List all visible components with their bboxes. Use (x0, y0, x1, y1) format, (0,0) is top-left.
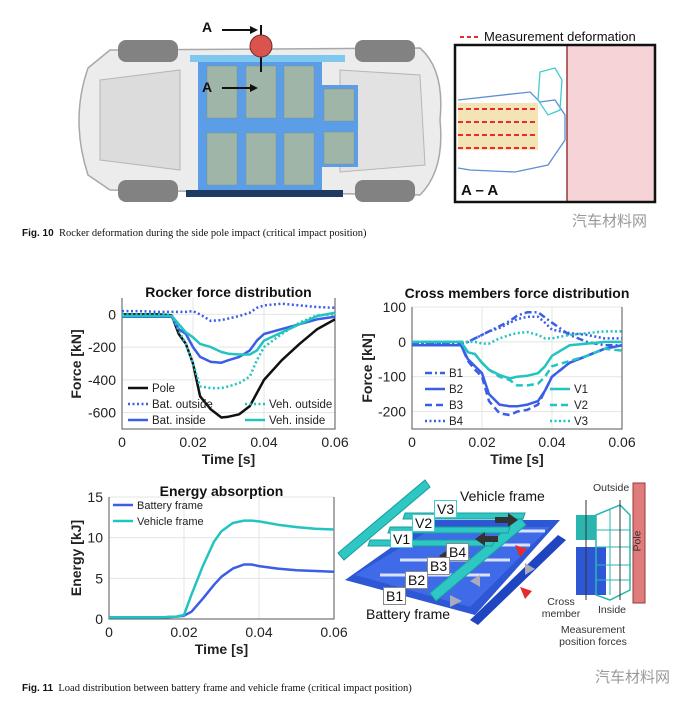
y-axis-label: Energy [kJ] (68, 519, 84, 597)
legend-label: Battery frame (137, 500, 203, 512)
y-tick-label: 5 (95, 570, 103, 586)
legend-label: V2 (574, 400, 588, 412)
wheel-icon (355, 40, 415, 62)
measurement-position-drawing (576, 482, 646, 604)
outside-label: Outside (593, 482, 630, 494)
legend-label: B3 (449, 400, 463, 412)
axes-box (121, 298, 336, 430)
x-tick-label: 0.04 (538, 434, 565, 450)
legend-label: Bat. inside (152, 415, 206, 427)
measurement-deformation-legend: Measurement deformation (484, 29, 636, 44)
legend-label: Veh. outside (269, 399, 332, 411)
x-tick-label: 0.02 (468, 434, 495, 450)
arrow-icon (250, 26, 258, 34)
cross-member-label: Cross member (541, 596, 581, 620)
label-v2: V2 (412, 514, 436, 532)
y-tick-label: -400 (88, 372, 116, 388)
x-tick-label: 0 (408, 434, 416, 450)
vehicle-frame-label: Vehicle frame (460, 488, 545, 504)
y-tick-label: 0 (95, 611, 103, 627)
legend-label: V3 (574, 416, 588, 428)
series-line-vehicle-frame (109, 519, 335, 619)
fig10-caption-text: Rocker deformation during the side pole … (58, 228, 367, 239)
section-label-a-top: A (202, 19, 213, 35)
label-b3: B3 (427, 557, 451, 575)
y-tick-label: -100 (378, 369, 406, 385)
x-tick-label: 0.06 (608, 434, 635, 450)
y-tick-label: 10 (87, 530, 103, 546)
series-line-v3 (412, 330, 622, 345)
x-tick-label: 0.06 (321, 434, 348, 450)
label-v1: V1 (390, 530, 414, 548)
chart-title: Rocker force distribution (145, 284, 312, 300)
watermark: 汽车材料网 (595, 669, 671, 686)
legend-label: Veh. inside (269, 415, 325, 427)
wheel-icon (355, 180, 415, 202)
fig11-caption: Fig. 11 Load distribution between batter… (22, 683, 412, 694)
measurement-lines (458, 108, 538, 149)
section-view-title: A – A (461, 182, 499, 199)
series-line-bat-outside (122, 302, 336, 323)
legend-label: Bat. outside (152, 399, 213, 411)
axes-box (108, 497, 335, 620)
x-tick-label: 0 (118, 434, 126, 450)
fig10-caption: Fig. 10 Rocker deformation during the si… (22, 228, 367, 239)
label-b2: B2 (405, 571, 429, 589)
y-tick-label: 100 (383, 299, 407, 315)
series-line-b3 (412, 344, 623, 417)
battery-frame-label: Battery frame (366, 606, 451, 622)
y-tick-label: 0 (108, 306, 116, 322)
x-axis-label: Time [s] (194, 641, 249, 657)
x-tick-label: 0.04 (250, 434, 277, 450)
measurement-position-label: Measurement position forces (559, 624, 627, 648)
x-tick-label: 0.02 (179, 434, 206, 450)
wheel-icon (118, 180, 178, 202)
x-tick-label: 0.02 (170, 624, 197, 640)
legend-label: Pole (152, 383, 175, 395)
fig11-caption-text: Load distribution between battery frame … (58, 683, 412, 694)
y-tick-label: 15 (87, 489, 103, 505)
section-label-a-bottom: A (202, 79, 213, 95)
axes-box (411, 307, 623, 430)
legend-label: B2 (449, 384, 463, 396)
label-b4: B4 (446, 543, 470, 561)
pole-icon (249, 34, 273, 58)
fig11-number: Fig. 11 (22, 683, 54, 694)
section-view (453, 36, 657, 204)
arrow-icon (250, 84, 258, 92)
y-tick-label: -600 (88, 405, 116, 421)
fig10-number: Fig. 10 (22, 228, 54, 239)
chart-title: Cross members force distribution (404, 285, 630, 301)
pole-bar (632, 482, 646, 604)
watermark: 汽车材料网 (572, 213, 648, 230)
x-tick-label: 0 (105, 624, 113, 640)
wheel-icon (118, 40, 178, 62)
x-tick-label: 0.06 (320, 624, 347, 640)
section-marker (222, 25, 273, 92)
inside-label: Inside (598, 604, 627, 616)
chart-title: Energy absorption (159, 483, 284, 499)
series-line-v2 (412, 340, 623, 387)
car-topview-illustration (78, 25, 657, 204)
battery-pack (186, 55, 358, 197)
pole-label: Pole (631, 530, 644, 552)
legend-label: Vehicle frame (137, 516, 204, 528)
x-axis-label: Time [s] (490, 451, 544, 467)
label-b1: B1 (383, 587, 407, 605)
y-tick-label: 0 (398, 334, 406, 350)
legend-label: B4 (449, 416, 464, 428)
series-line-b4 (412, 315, 622, 345)
series-line-battery-frame (109, 563, 335, 619)
series-line-veh-inside (122, 311, 336, 356)
y-tick-label: -200 (378, 404, 406, 420)
x-tick-label: 0.04 (245, 624, 272, 640)
label-v3: V3 (434, 500, 458, 518)
legend-label: B1 (449, 368, 463, 380)
x-axis-label: Time [s] (201, 451, 256, 467)
y-tick-label: -200 (88, 339, 116, 355)
legend-label: V1 (574, 384, 588, 396)
